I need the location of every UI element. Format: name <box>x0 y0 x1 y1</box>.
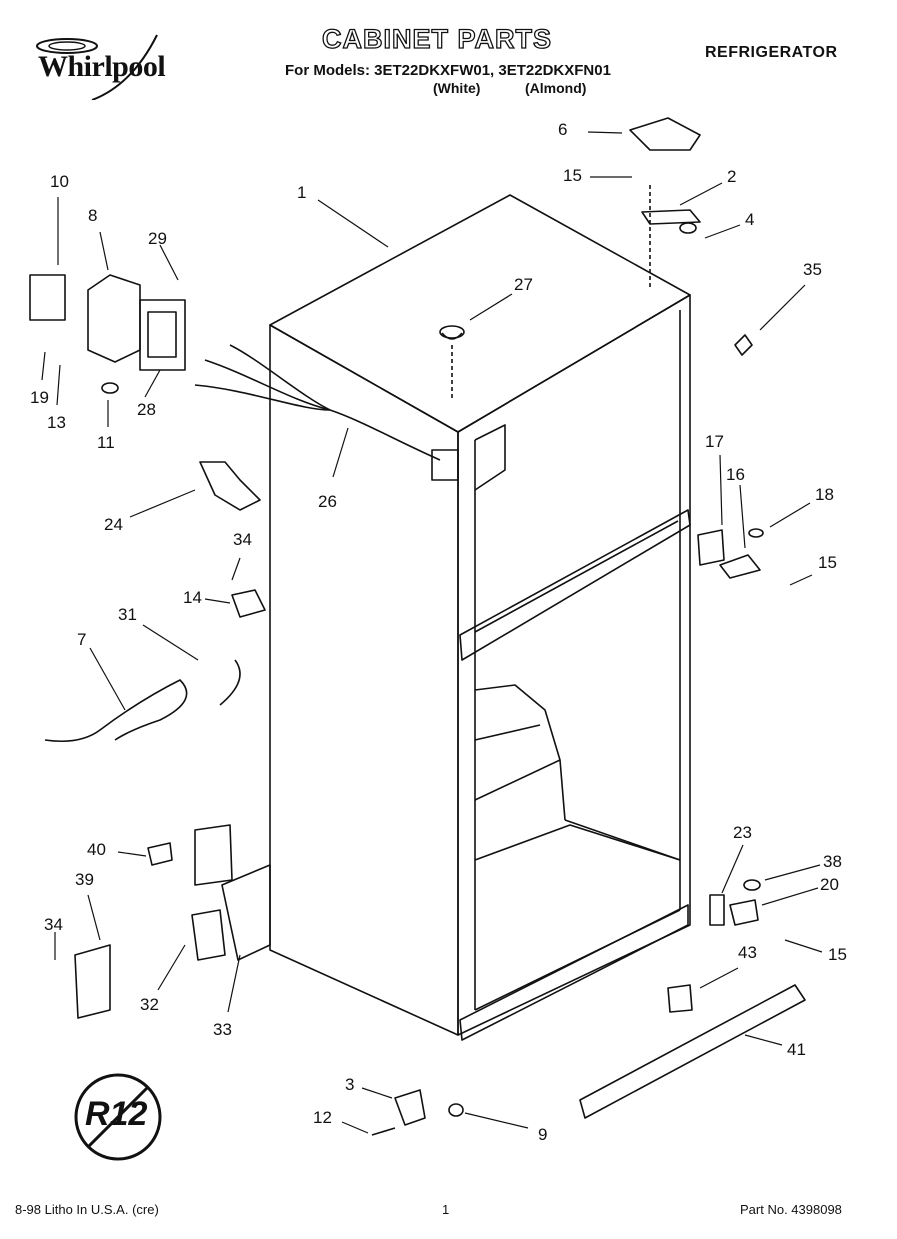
whirlpool-logo <box>22 30 182 101</box>
variant-white: (White) <box>433 80 481 96</box>
footer-part-number: Part No. 4398098 <box>740 1202 842 1217</box>
callout-15-bottom: 15 <box>828 945 847 964</box>
callout-10: 10 <box>50 172 69 191</box>
callout-7: 7 <box>77 630 87 649</box>
callout-2: 2 <box>727 167 737 186</box>
callout-34-top: 34 <box>233 530 252 549</box>
callout-29: 29 <box>148 229 167 248</box>
footer-page-number: 1 <box>442 1202 450 1217</box>
footer-litho: 8-98 Litho In U.S.A. (cre) <box>15 1202 159 1217</box>
callout-41: 41 <box>787 1040 806 1059</box>
callout-13: 13 <box>47 413 66 432</box>
callout-24: 24 <box>104 515 123 534</box>
callout-20: 20 <box>820 875 839 894</box>
page-title: CABINET PARTS <box>321 23 553 54</box>
callout-19: 19 <box>30 388 49 407</box>
callout-34-bottom: 34 <box>44 915 63 934</box>
callout-8: 8 <box>88 206 98 225</box>
callout-18: 18 <box>815 485 834 504</box>
callout-9: 9 <box>538 1125 548 1144</box>
callout-40: 40 <box>87 840 106 859</box>
cabinet-front <box>457 294 691 1036</box>
callout-11: 11 <box>97 433 115 452</box>
cabinet-side <box>269 324 459 1036</box>
callout-15-mid: 15 <box>818 553 837 572</box>
callout-23: 23 <box>733 823 752 842</box>
appliance-type: REFRIGERATOR <box>705 44 838 61</box>
callout-6: 6 <box>558 120 568 139</box>
callout-12: 12 <box>313 1108 332 1127</box>
brand-name: Whirlpool <box>38 50 166 83</box>
no-r12-icon <box>74 1073 162 1161</box>
callout-31: 31 <box>118 605 137 624</box>
callout-28: 28 <box>137 400 156 419</box>
callout-39: 39 <box>75 870 94 889</box>
callout-14: 14 <box>183 588 202 607</box>
callout-32: 32 <box>140 995 159 1014</box>
callout-43: 43 <box>738 943 757 962</box>
callout-16: 16 <box>726 465 745 484</box>
callout-35: 35 <box>803 260 822 279</box>
callout-27: 27 <box>514 275 533 294</box>
callout-15-top: 15 <box>563 166 582 185</box>
r12-badge-text: R12 <box>85 1095 148 1133</box>
mullion-rail <box>459 509 691 661</box>
callout-26: 26 <box>318 492 337 511</box>
callout-17: 17 <box>705 432 724 451</box>
callout-33: 33 <box>213 1020 232 1039</box>
callout-4: 4 <box>745 210 755 229</box>
variant-almond: (Almond) <box>525 80 587 96</box>
models-line: For Models: 3ET22DKXFW01, 3ET22DKXFN01 <box>285 62 611 79</box>
callout-1: 1 <box>297 183 307 202</box>
callout-38: 38 <box>823 852 842 871</box>
callout-3: 3 <box>345 1075 355 1094</box>
